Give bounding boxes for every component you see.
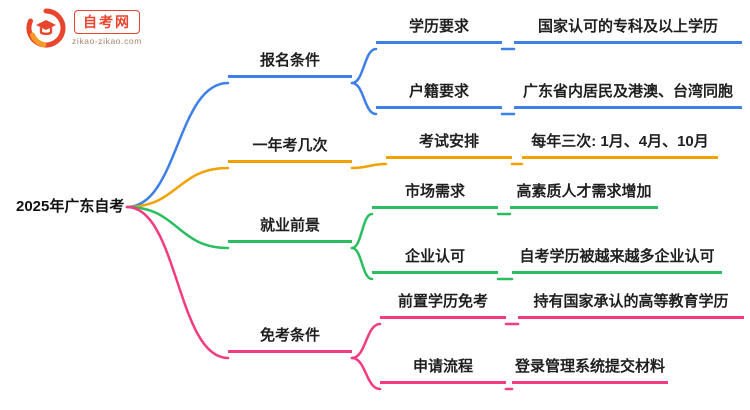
- connector-root-baoming: [125, 81, 230, 209]
- connector-cishu-anpai: [350, 162, 388, 170]
- value-node-xueli: 国家认可的专科及以上学历: [514, 18, 742, 44]
- key-node-qianzhi: 前置学历免考: [380, 293, 506, 319]
- connector-root-miankao: [125, 205, 230, 360]
- logo-swirl-red: [26, 8, 66, 48]
- key-node-qiye: 企业认可: [372, 248, 498, 274]
- connector-root-jiuye: [125, 205, 230, 250]
- branch-node-jiuye: 就业前景: [228, 217, 352, 243]
- branch-node-baoming: 报名条件: [228, 52, 352, 78]
- key-node-huji: 户籍要求: [376, 83, 502, 109]
- logo-swirl-orange: [30, 32, 47, 48]
- site-name: 自考网: [73, 10, 140, 34]
- site-url: zikao-zikao.com: [72, 36, 142, 46]
- value-node-qianzhi: 持有国家承认的高等教育学历: [518, 293, 744, 319]
- connector-root-cishu: [125, 166, 230, 209]
- logo-cap-base: [39, 27, 53, 35]
- connector-baoming-xueli: [350, 47, 378, 85]
- value-node-shichang: 高素质人才需求增加: [510, 183, 658, 209]
- site-logo-icon: [26, 8, 66, 48]
- value-node-shenqing: 登录管理系统提交材料: [512, 358, 668, 384]
- connector-baoming-huji: [350, 81, 378, 116]
- value-node-anpai: 每年三次: 1月、4月、10月: [522, 133, 718, 159]
- root-node: 2025年广东自考: [16, 198, 125, 215]
- connector-jiuye-qiye: [350, 246, 374, 281]
- branch-node-cishu: 一年考几次: [228, 137, 352, 163]
- value-node-qiye: 自考学历被越来越多企业认可: [512, 248, 722, 274]
- branch-node-miankao: 免考条件: [228, 327, 352, 353]
- site-logo-text: 自考网 zikao-zikao.com: [72, 10, 142, 46]
- value-node-huji: 广东省内居民及港澳、台湾同胞: [514, 83, 742, 109]
- connector-jiuye-shichang: [350, 212, 374, 250]
- key-node-shichang: 市场需求: [372, 183, 498, 209]
- key-node-anpai: 考试安排: [386, 133, 512, 159]
- key-node-xueli: 学历要求: [376, 18, 502, 44]
- connector-miankao-shenqing: [350, 356, 382, 391]
- key-node-shenqing: 申请流程: [380, 358, 506, 384]
- logo-cap-icon: [36, 20, 56, 30]
- site-logo: 自考网 zikao-zikao.com: [26, 8, 142, 48]
- connector-miankao-qianzhi: [350, 322, 382, 360]
